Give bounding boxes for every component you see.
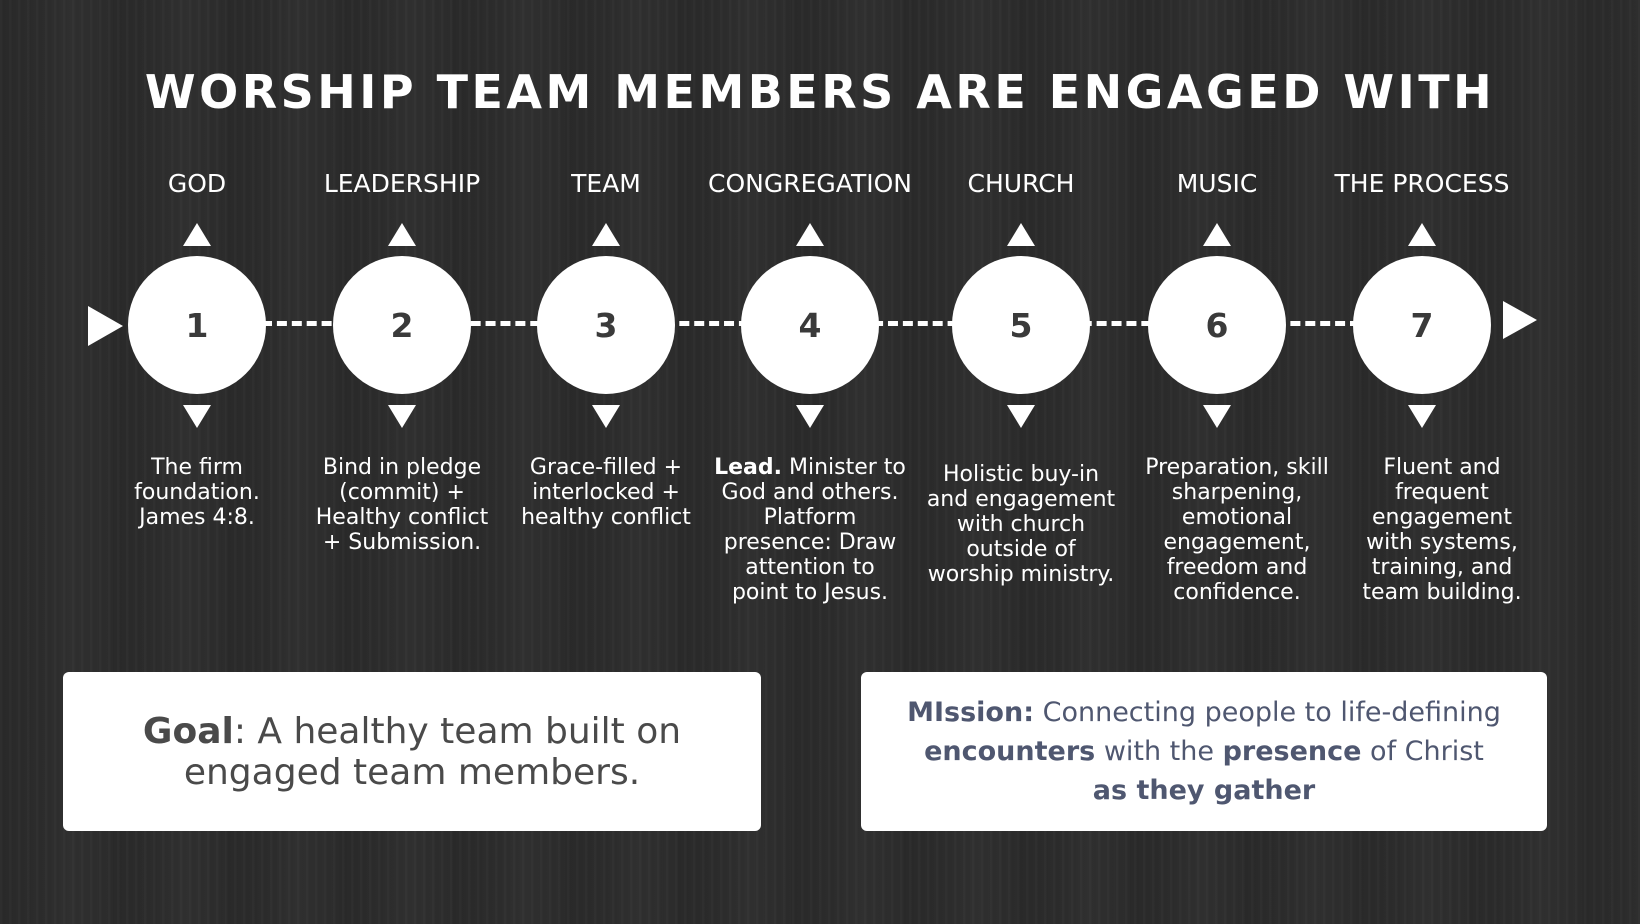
triangle-up-icon xyxy=(1007,223,1035,246)
timeline-step-3: TEAM 3 Grace-filled + interlocked + heal… xyxy=(501,0,711,640)
step-label: TEAM xyxy=(571,169,641,198)
timeline-step-2: LEADERSHIP 2 Bind in pledge (commit) + H… xyxy=(297,0,507,640)
goal-text: Goal: A healthy team built on engaged te… xyxy=(142,710,682,793)
step-circle: 1 xyxy=(128,256,266,394)
step-number: 4 xyxy=(798,305,822,345)
triangle-down-icon xyxy=(183,405,211,428)
timeline-step-4: CONGREGATION 4 Lead. Minister to God and… xyxy=(705,0,915,640)
step-label: THE PROCESS xyxy=(1334,169,1510,198)
triangle-up-icon xyxy=(1203,223,1231,246)
triangle-up-icon xyxy=(1408,223,1436,246)
step-description: Lead. Minister to God and others. Platfo… xyxy=(714,455,906,605)
step-circle: 4 xyxy=(741,256,879,394)
triangle-up-icon xyxy=(388,223,416,246)
triangle-down-icon xyxy=(1203,405,1231,428)
step-circle: 7 xyxy=(1353,256,1491,394)
step-circle: 5 xyxy=(952,256,1090,394)
step-description: Grace-filled + interlocked + healthy con… xyxy=(521,455,691,530)
timeline-step-6: MUSIC 6 Preparation, skill sharpening, e… xyxy=(1112,0,1329,640)
step-number: 2 xyxy=(390,305,414,345)
timeline-step-7: THE PROCESS 7 Fluent and frequent engage… xyxy=(1317,0,1527,640)
step-label: GOD xyxy=(167,169,227,198)
step-description: The firm foundation. James 4:8. xyxy=(134,455,260,530)
timeline-step-5: CHURCH 5 Holistic buy-in and engagement … xyxy=(916,0,1126,640)
page-title: WORSHIP TEAM MEMBERS ARE ENGAGED WITH xyxy=(144,65,1496,119)
step-description: Fluent and frequent engagement with syst… xyxy=(1362,455,1522,605)
triangle-down-icon xyxy=(796,405,824,428)
step-number: 6 xyxy=(1205,305,1229,345)
triangle-down-icon xyxy=(1408,405,1436,428)
mission-label: MIssion: xyxy=(907,697,1035,728)
step-circle: 6 xyxy=(1148,256,1286,394)
step-number: 3 xyxy=(594,305,618,345)
step-description: Bind in pledge (commit) + Healthy confli… xyxy=(315,455,489,555)
step-label: MUSIC xyxy=(1176,169,1258,198)
step-description: Preparation, skill sharpening, emotional… xyxy=(1145,455,1329,605)
step-label: CONGREGATION xyxy=(708,169,912,198)
timeline-start-arrow-icon xyxy=(88,306,123,346)
step-description: Holistic buy-in and engagement with chur… xyxy=(926,462,1116,587)
timeline-end-arrow-icon xyxy=(1503,301,1537,339)
mission-text: MIssion: Connecting people to life-defin… xyxy=(907,697,1501,806)
timeline-step-1: GOD 1 The firm foundation. James 4:8. xyxy=(92,0,302,640)
triangle-down-icon xyxy=(388,405,416,428)
step-circle: 2 xyxy=(333,256,471,394)
mission-card: MIssion: Connecting people to life-defin… xyxy=(861,672,1547,831)
step-label: LEADERSHIP xyxy=(323,169,481,198)
step-number: 5 xyxy=(1009,305,1033,345)
goal-card: Goal: A healthy team built on engaged te… xyxy=(63,672,761,831)
step-label: CHURCH xyxy=(967,169,1075,198)
triangle-up-icon xyxy=(183,223,211,246)
step-number: 1 xyxy=(185,305,209,345)
triangle-down-icon xyxy=(1007,405,1035,428)
triangle-up-icon xyxy=(796,223,824,246)
triangle-down-icon xyxy=(592,405,620,428)
step-number: 7 xyxy=(1410,305,1434,345)
step-circle: 3 xyxy=(537,256,675,394)
triangle-up-icon xyxy=(592,223,620,246)
goal-label: Goal xyxy=(142,710,234,752)
